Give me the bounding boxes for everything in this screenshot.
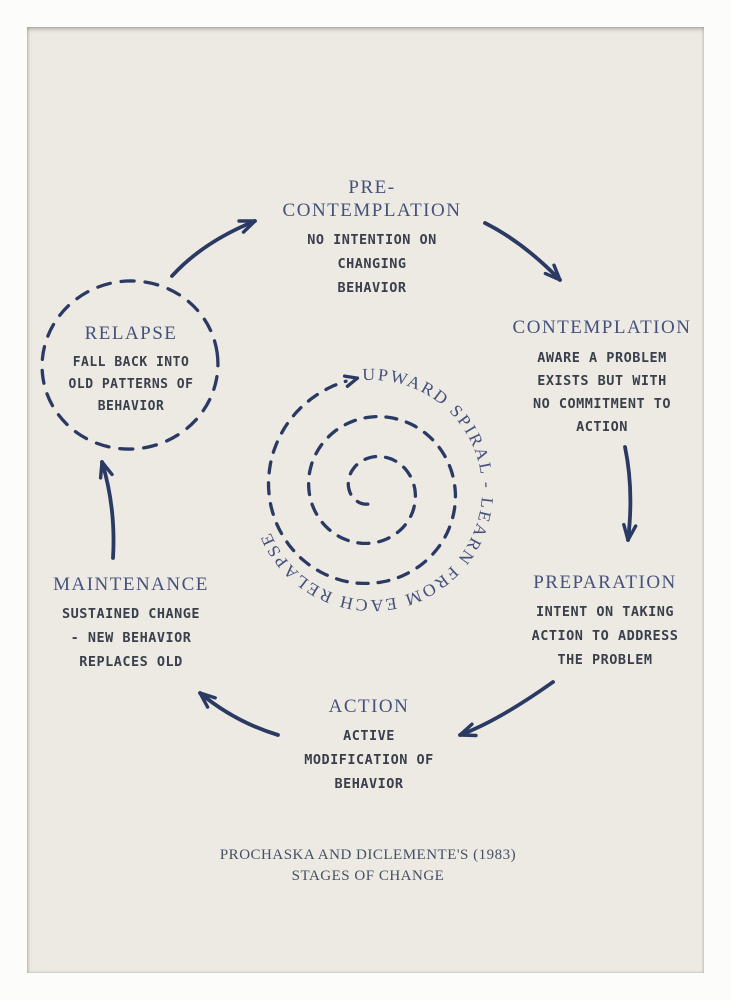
stage-relapse: RELAPSE FALL BACK INTO OLD PATTERNS OF B…	[69, 322, 194, 418]
stage-desc-line: BEHAVIOR	[97, 399, 165, 414]
stage-desc-line: MODIFICATION OF	[304, 752, 434, 768]
curved-arrow-contemplation-to-preparation	[622, 445, 638, 542]
curved-arrow-relapse-to-precontemplation	[170, 219, 257, 278]
stage-precontemplation: PRE- CONTEMPLATION NO INTENTION ON CHANG…	[283, 176, 462, 300]
stage-title: RELAPSE	[84, 323, 178, 344]
poster-paper	[27, 27, 704, 973]
curved-arrow-precontemplation-to-contemplation	[483, 221, 562, 282]
stage-action: ACTION ACTIVE MODIFICATION OF BEHAVIOR	[304, 695, 433, 796]
stage-title-line: PRE-	[348, 177, 396, 198]
spiral-caption-text: UPWARD SPIRAL - LEARN FROM EACH RELAPSE	[256, 365, 497, 615]
stage-title: MAINTENANCE	[53, 574, 209, 595]
stage-title: PRE- CONTEMPLATION	[283, 176, 462, 222]
stage-desc-line: CHANGING	[337, 256, 407, 272]
stage-contemplation: CONTEMPLATION AWARE A PROBLEM EXISTS BUT…	[513, 316, 692, 439]
curved-arrow-maintenance-to-relapse	[98, 460, 116, 560]
stage-title: PREPARATION	[533, 572, 677, 593]
stage-desc-line: FALL BACK INTO	[72, 355, 190, 370]
stage-desc-line: ACTION	[576, 419, 628, 435]
stage-desc-line: - NEW BEHAVIOR	[70, 630, 192, 646]
stage-preparation: PREPARATION INTENT ON TAKING ACTION TO A…	[532, 571, 679, 672]
stage-title: CONTEMPLATION	[512, 317, 692, 338]
stage-desc-line: SUSTAINED CHANGE	[61, 606, 201, 622]
spiral-arrowhead-stroke	[342, 374, 360, 380]
stage-desc-line: ACTIVE	[343, 728, 395, 744]
stage-desc-line: NO INTENTION ON	[307, 232, 437, 248]
stage-description: INTENT ON TAKING ACTION TO ADDRESS THE P…	[532, 600, 679, 672]
stage-desc-line: ACTION TO ADDRESS	[531, 628, 679, 644]
curved-arrow-preparation-to-action	[458, 680, 555, 738]
stage-description: NO INTENTION ON CHANGING BEHAVIOR	[283, 228, 462, 300]
stage-desc-line: BEHAVIOR	[334, 776, 404, 792]
stage-desc-line: INTENT ON TAKING	[535, 604, 675, 620]
stage-desc-line: OLD PATTERNS OF	[68, 377, 194, 392]
stage-desc-line: BEHAVIOR	[337, 280, 407, 296]
poster-caption: PROCHASKA AND DICLEMENTE'S (1983) STAGES…	[220, 845, 516, 887]
spiral-dashed-path	[266, 379, 458, 586]
stage-desc-line: REPLACES OLD	[79, 654, 183, 670]
relapse-dashed-circle-icon	[40, 279, 220, 451]
stage-desc-line: EXISTS BUT WITH	[537, 373, 667, 389]
spiral-caption: UPWARD SPIRAL - LEARN FROM EACH RELAPSE	[256, 365, 495, 615]
curved-arrow-action-to-maintenance	[198, 691, 280, 737]
caption-line-title: STAGES OF CHANGE	[291, 868, 445, 884]
stage-desc-line: AWARE A PROBLEM	[537, 350, 667, 366]
upward-spiral-icon	[266, 374, 458, 586]
stage-description: FALL BACK INTO OLD PATTERNS OF BEHAVIOR	[69, 352, 194, 418]
stage-desc-line: NO COMMITMENT TO	[532, 396, 672, 412]
stage-title-line: CONTEMPLATION	[282, 200, 462, 221]
stage-description: SUSTAINED CHANGE - NEW BEHAVIOR REPLACES…	[53, 602, 209, 674]
stage-title: ACTION	[328, 696, 410, 717]
stage-desc-line: THE PROBLEM	[557, 652, 653, 668]
stage-maintenance: MAINTENANCE SUSTAINED CHANGE - NEW BEHAV…	[53, 573, 209, 674]
stage-description: ACTIVE MODIFICATION OF BEHAVIOR	[304, 724, 433, 796]
caption-line-source: PROCHASKA AND DICLEMENTE'S (1983)	[219, 847, 517, 863]
stage-description: AWARE A PROBLEM EXISTS BUT WITH NO COMMI…	[513, 347, 692, 439]
